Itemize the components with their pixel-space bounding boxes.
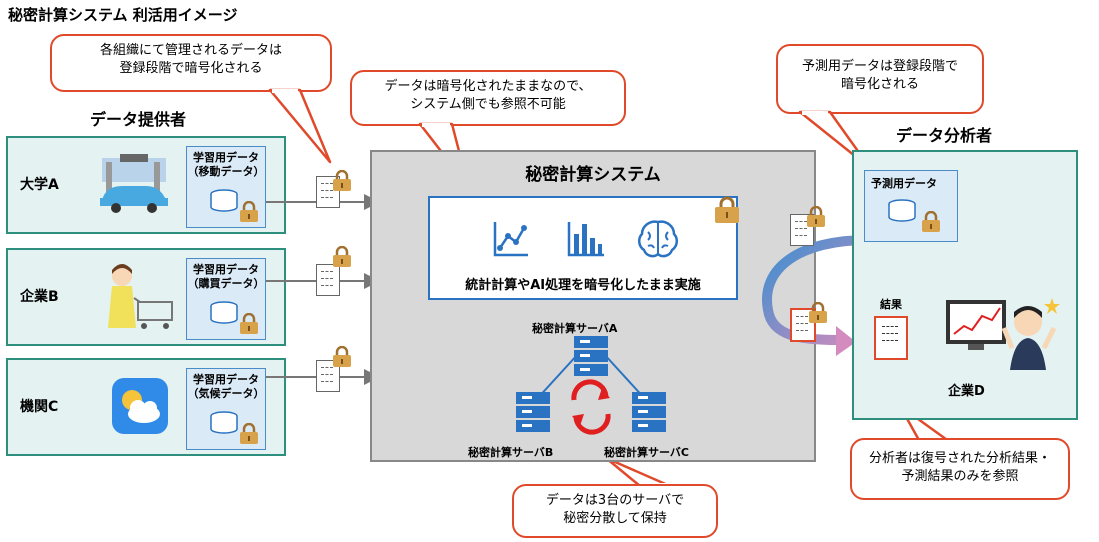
padlock-icon [333, 246, 351, 267]
providers-label: データ提供者 [90, 110, 187, 129]
secure-computation-system: 秘密計算システム 統計計算やAI処理を暗号化したまま実施 秘密計算サーバA 秘密… [370, 150, 816, 462]
card-title: 予測用データ [871, 177, 937, 190]
server-icon [516, 392, 550, 432]
callout-line: 予測用データは登録段階で [801, 59, 958, 74]
database-icon [210, 411, 238, 434]
callout-prediction-encryption: 予測用データは登録段階で 暗号化される [776, 44, 984, 114]
processing-text: 統計計算やAI処理を暗号化したまま実施 [465, 278, 701, 293]
bar-chart-icon [567, 222, 604, 257]
result-document-icon [874, 316, 908, 360]
callout-line: 分析者は復号された分析結果・ [868, 451, 1051, 466]
org-name: 大学A [20, 177, 59, 193]
callout-provider-encryption: 各組織にて管理されるデータは 登録段階で暗号化される [50, 34, 332, 92]
padlock-icon [240, 313, 258, 334]
database-icon [210, 189, 238, 212]
padlock-icon [807, 206, 825, 227]
padlock-icon [715, 196, 739, 223]
brain-icon [638, 220, 678, 258]
provider-institution-c: 機関C 学習用データ （気候データ） [6, 358, 286, 456]
analyst-illustration [946, 298, 1060, 370]
padlock-icon [922, 211, 940, 232]
system-title: 秘密計算システム [525, 165, 661, 185]
training-data-card: 学習用データ （購買データ） [186, 258, 266, 340]
org-name: 機関C [20, 399, 59, 415]
padlock-icon [809, 302, 827, 323]
provider-university-a: 大学A 学習用データ （移動データ） [6, 136, 286, 234]
padlock-icon [240, 423, 258, 444]
data-analyst-panel: 予測用データ 結果 企業D [852, 150, 1078, 420]
card-subtitle: （購買データ） [187, 277, 265, 290]
database-icon [210, 301, 238, 324]
processing-panel: 統計計算やAI処理を暗号化したまま実施 [428, 196, 739, 300]
card-title: 学習用データ [193, 373, 259, 386]
server-icon [632, 392, 666, 432]
server-c-label: 秘密計算サーバC [604, 446, 689, 459]
callout-system-encrypted: データは暗号化されたままなので、 システム側でも参照不可能 [350, 70, 626, 126]
callout-line: 各組織にて管理されるデータは [99, 43, 282, 58]
weather-icon [112, 378, 168, 434]
shopper-illustration [108, 264, 173, 329]
analyst-label: データ分析者 [896, 126, 993, 145]
page-title: 秘密計算システム 利活用イメージ [8, 6, 238, 24]
server-icon [574, 336, 608, 376]
server-b-label: 秘密計算サーバB [468, 446, 554, 459]
callout-line: 登録段階で暗号化される [119, 61, 263, 76]
callout-line: システム側でも参照不可能 [410, 97, 566, 112]
card-title: 学習用データ [193, 151, 259, 164]
padlock-icon [240, 201, 258, 222]
callout-line: データは暗号化されたままなので、 [384, 79, 592, 94]
training-data-card: 学習用データ （移動データ） [186, 146, 266, 228]
car-illustration [100, 154, 168, 213]
callout-line: 暗号化される [840, 77, 919, 92]
padlock-icon [333, 170, 351, 191]
document-icon [316, 264, 340, 296]
server-a-label: 秘密計算サーバA [532, 322, 618, 335]
database-icon [888, 199, 916, 222]
padlock-icon [333, 346, 351, 367]
org-name: 企業B [20, 289, 59, 305]
callout-line: 予測結果のみを参照 [901, 469, 1019, 484]
callout-secret-sharing: データは3台のサーバで 秘密分散して保持 [512, 484, 718, 538]
card-title: 学習用データ [193, 263, 259, 276]
provider-company-b: 企業B 学習用データ （購買データ） [6, 248, 286, 346]
document-icon [316, 360, 340, 392]
server-network [516, 336, 666, 435]
training-data-card: 学習用データ （気候データ） [186, 368, 266, 450]
analyst-org-name: 企業D [948, 384, 985, 399]
prediction-data-card: 予測用データ [864, 170, 958, 242]
line-chart-icon [493, 222, 528, 257]
callout-line: 秘密分散して保持 [563, 511, 667, 526]
sync-arrows-icon [571, 379, 611, 435]
callout-analyst-view: 分析者は復号された分析結果・ 予測結果のみを参照 [850, 438, 1070, 500]
card-subtitle: （移動データ） [187, 165, 265, 178]
card-subtitle: （気候データ） [187, 387, 265, 400]
callout-line: データは3台のサーバで [545, 493, 685, 508]
result-label: 結果 [880, 298, 902, 311]
